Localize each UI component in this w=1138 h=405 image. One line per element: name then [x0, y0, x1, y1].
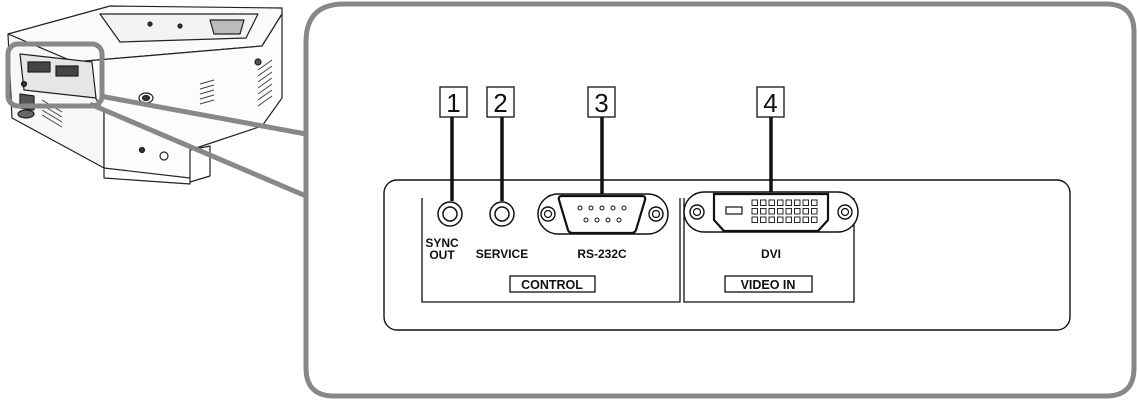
sync-out-label-line2: OUT — [429, 248, 455, 262]
callout-4-number: 4 — [763, 88, 777, 118]
video-in-group-box — [724, 275, 813, 293]
rs232c-port — [537, 193, 669, 235]
rs232c-label: RS-232C — [577, 247, 627, 261]
video-in-group-label: VIDEO IN — [741, 278, 796, 292]
group-dividers — [421, 198, 855, 303]
control-group-label: CONTROL — [521, 278, 583, 292]
callout-2-number: 2 — [493, 88, 507, 118]
service-port — [489, 201, 515, 227]
leader-lines — [450, 117, 773, 201]
callout-1: 1 — [439, 86, 468, 118]
dvi-label: DVI — [761, 247, 781, 261]
projector-illustration — [7, 5, 283, 185]
dvi-port — [683, 191, 859, 233]
service-label: SERVICE — [476, 247, 528, 261]
control-group-box — [509, 275, 596, 293]
sync-out-label-line1: SYNC — [425, 236, 459, 250]
callout-1-number: 1 — [446, 88, 460, 118]
sync-out-port — [437, 201, 463, 227]
callout-2: 2 — [486, 86, 515, 118]
zoom-lines — [89, 93, 307, 199]
callout-4: 4 — [756, 86, 785, 118]
dvi-pin-grid — [751, 199, 818, 223]
callout-3: 3 — [587, 86, 616, 118]
connector-area-highlight — [5, 41, 105, 109]
callout-3-number: 3 — [594, 88, 608, 118]
